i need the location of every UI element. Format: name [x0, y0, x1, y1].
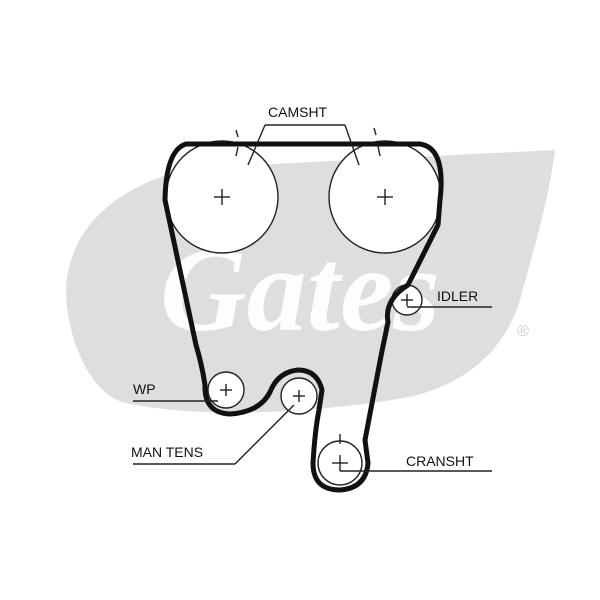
camshaft-label: CAMSHT	[268, 104, 328, 120]
camshaft-pulley-right	[328, 140, 442, 254]
leader-lines	[133, 124, 492, 472]
timing-marks	[235, 127, 381, 157]
crankshaft-pulley	[317, 434, 363, 486]
manual-tensioner-pulley	[280, 377, 318, 415]
water-pump-pulley	[207, 371, 245, 409]
crankshaft-label: CRANSHT	[406, 453, 474, 469]
camshaft-leader-right	[344, 124, 360, 166]
camshaft-leader-left	[247, 124, 266, 166]
timing-belt	[162, 141, 444, 493]
idler-pulley	[391, 284, 423, 316]
watermark-registered-mark: ®	[517, 323, 529, 340]
manual-tensioner-leader-diagonal	[234, 404, 295, 465]
idler-label: IDLER	[437, 288, 478, 304]
water-pump-label: WP	[133, 381, 156, 397]
manual-tensioner-label: MAN TENS	[131, 444, 203, 460]
camshaft-pulley-left	[165, 140, 279, 254]
